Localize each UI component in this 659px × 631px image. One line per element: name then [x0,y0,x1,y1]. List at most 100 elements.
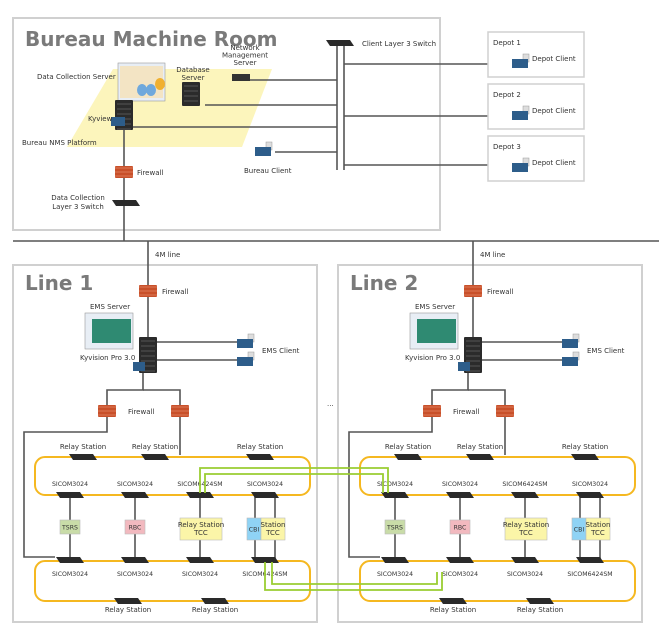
relay-station-switch-icon [466,454,494,460]
bureau-client-label: Bureau Client [244,167,292,175]
depot-name: Depot 2 [493,91,521,99]
database-server-label: Server [182,74,205,82]
station-tcc-box [585,517,611,541]
pc-monitor [512,111,528,120]
relay-station-label: Relay Station [60,443,106,451]
nms-server-label: Server [234,59,257,67]
ring-uplink [468,389,506,455]
relay-station-switch-icon [394,454,422,460]
ems-monitor-icon [133,362,145,371]
relay-station-switch-icon [69,454,97,460]
sicom-switch-icon [446,557,474,563]
top-ring [359,456,636,496]
station-tcc-box-label: Station [261,521,286,529]
bureau-nms-platform-label: Bureau NMS Platform [22,139,97,147]
pc-monitor [512,163,528,172]
tsrs-box-label: TSRS [61,525,78,532]
database-cylinder-icon [146,84,156,96]
depot-box [487,83,585,130]
screen-content [417,319,456,343]
sicom-label: SICOM3024 [182,571,218,578]
cbi-box-label: CBI [574,527,585,534]
station-tcc-box-label: TCC [265,529,280,537]
sicom-label: SICOM3024 [442,481,478,488]
firewall-icon [115,166,133,178]
station-tcc-box-label: TCC [590,529,605,537]
depot-box [487,31,585,78]
sicom-label: SICOM3024 [117,571,153,578]
ems-server-label: EMS Server [90,303,130,311]
4m-line-label: 4M line [480,251,505,259]
client-pc-icon [562,351,580,366]
pc-monitor [237,357,253,366]
inter-line-fiber-link [204,473,384,493]
pc-monitor [562,357,578,366]
database-server-icon [182,82,200,106]
client-pc-icon [562,333,580,348]
client-pc-icon [237,333,255,348]
relay-station-switch-icon [201,598,229,604]
relay-station-label: Relay Station [457,443,503,451]
sicom-switch-icon [121,557,149,563]
sicom-label: SICOM3024 [377,571,413,578]
inter-line-fiber-link [199,467,389,493]
line-firewall-label: Firewall [162,288,188,296]
tsrs-box-label: TSRS [386,525,403,532]
sicom-label: SICOM3024 [442,571,478,578]
screen-content [92,319,131,343]
firewall-icon [496,405,514,417]
pc-monitor [562,339,578,348]
lower-firewall-label: Firewall [453,408,479,416]
relay-station-tcc-box-label: Relay Station [503,521,549,529]
firewall-icon [171,405,189,417]
sicom-label: SICOM3024 [52,481,88,488]
sicom-label: SICOM3024 [247,481,283,488]
lower-firewall-label: Firewall [128,408,154,416]
kyview-monitor-icon [111,117,125,126]
sicom-switch-icon [186,492,214,498]
nms-server-label: Management [222,52,268,60]
data-collection-switch-label: Layer 3 Switch [52,203,104,211]
sicom-label: SICOM6424SM [502,481,547,488]
relay-station-label: Relay Station [430,606,476,614]
relay-station-switch-icon [526,598,554,604]
client-pc-icon [255,141,273,156]
sicom-label: SICOM3024 [377,481,413,488]
database-cylinder-icon [155,78,165,90]
inter-line-fiber-link [264,562,443,591]
tsrs-box [384,519,406,535]
relay-station-label: Relay Station [562,443,608,451]
depot-box [487,135,585,182]
data-collection-switch-icon [112,200,140,206]
bureau-title: Bureau Machine Room [25,27,277,51]
cbi-box-label: CBI [249,527,260,534]
relay-station-label: Relay Station [105,606,151,614]
rbc-box [124,519,146,535]
depot-client-label: Depot Client [532,159,576,167]
relay-station-switch-icon [114,598,142,604]
relay-station-tcc-box-label: Relay Station [178,521,224,529]
sicom-switch-icon [251,557,279,563]
kyvision-label: Kyvision Pro 3.0 [405,354,460,362]
data-collection-server-label: Data Collection Server [37,73,116,81]
depot-name: Depot 3 [493,143,521,151]
sicom-label: SICOM3024 [572,481,608,488]
relay-station-label: Relay Station [132,443,178,451]
relay-station-tcc-box [504,517,548,541]
sicom-switch-icon [186,557,214,563]
pc-monitor [237,339,253,348]
tsrs-box [59,519,81,535]
relay-station-tcc-box-label: TCC [518,529,533,537]
ems-server-screenshot [84,312,134,350]
sicom-switch-icon [251,492,279,498]
ems-client-label: EMS Client [587,347,625,355]
ems-server-screenshot [409,312,459,350]
relay-station-switch-icon [571,454,599,460]
inter-line-fiber-link [271,562,438,585]
ems-server-label: EMS Server [415,303,455,311]
client-pc-icon [512,105,530,120]
line-firewall-label: Firewall [487,288,513,296]
client-switch-label: Client Layer 3 Switch [362,40,436,48]
ems-client-label: EMS Client [262,347,300,355]
